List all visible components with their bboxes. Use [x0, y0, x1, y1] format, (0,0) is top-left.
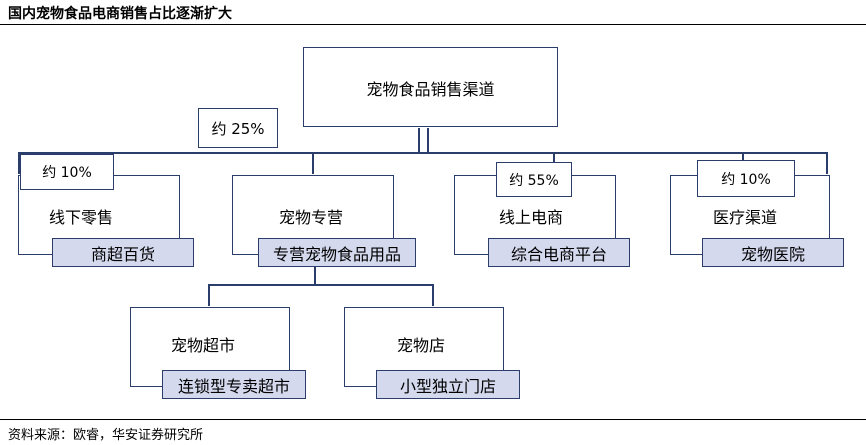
connector-line — [427, 128, 429, 153]
channel-node-label: 医疗渠道 — [713, 208, 778, 227]
channel-sub-online: 综合电商平台 — [488, 238, 630, 267]
channel-node-label: 线上电商 — [499, 208, 564, 227]
source-note: 资料来源：欧睿，华安证券研究所 — [8, 428, 204, 443]
channel-sub-offline: 商超百货 — [52, 238, 194, 267]
channel-node-label: 线下零售 — [49, 208, 114, 227]
channel-node-label: 宠物专营 — [279, 208, 344, 227]
connector-line — [418, 128, 420, 153]
connector-line — [314, 267, 316, 285]
store-node-label: 宠物超市 — [171, 336, 236, 355]
share-tag-medical: 约 10% — [697, 160, 795, 197]
connector-line — [18, 152, 828, 154]
page-title: 国内宠物食品电商销售占比逐渐扩大 — [8, 6, 232, 22]
title-rule — [0, 24, 866, 25]
connector-line — [312, 152, 314, 174]
root-node-label: 宠物食品销售渠道 — [366, 80, 495, 99]
connector-line — [18, 152, 20, 174]
share-tag-pet-store: 约 25% — [198, 108, 278, 148]
connector-line — [826, 152, 828, 174]
channel-sub-medical: 宠物医院 — [702, 238, 844, 267]
connector-line — [208, 284, 210, 306]
store-node-label: 宠物店 — [397, 336, 446, 355]
share-tag-online: 约 55% — [496, 162, 572, 197]
store-sub-supermarket: 连锁型专卖超市 — [162, 370, 306, 399]
footer-rule — [0, 419, 866, 420]
share-tag-offline: 约 10% — [20, 154, 114, 190]
connector-line — [208, 284, 434, 286]
connector-line — [432, 284, 434, 306]
store-sub-shop: 小型独立门店 — [376, 370, 520, 399]
channel-sub-pet-specialty: 专营宠物食品用品 — [258, 238, 416, 267]
root-node: 宠物食品销售渠道 — [303, 47, 558, 127]
